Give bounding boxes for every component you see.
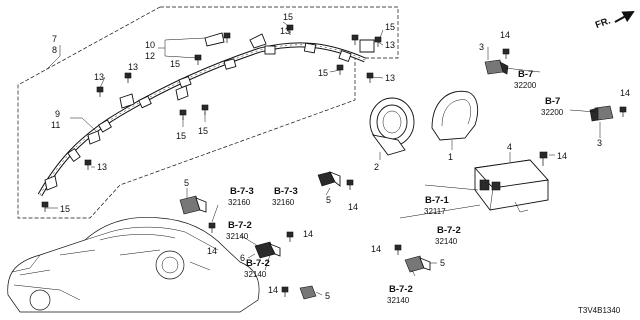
label-3-b: 3 (597, 138, 602, 148)
label-15-b: 15 (283, 12, 293, 22)
label-13-c: 13 (385, 73, 395, 83)
label-14-f: 14 (303, 229, 313, 239)
srs-harness (37, 32, 375, 197)
label-1: 1 (448, 152, 453, 162)
label-15-c: 15 (385, 22, 395, 32)
label-12: 12 (145, 51, 155, 61)
sensor-5-c (404, 255, 437, 273)
impact-sensor-right (589, 105, 627, 138)
label-3-a: 3 (479, 42, 484, 52)
label-15-d: 15 (318, 68, 328, 78)
label-15-e: 15 (176, 131, 186, 141)
ref-b72-c: B-7-2 (246, 258, 270, 269)
label-14-e: 14 (207, 246, 217, 256)
ref-b72-d: B-7-2 (389, 284, 413, 295)
label-14-c: 14 (557, 151, 567, 161)
label-8: 8 (52, 45, 57, 55)
code-32140-a: 32140 (226, 232, 249, 241)
ref-b73-right: B-7-3 (274, 186, 298, 197)
label-13-a: 13 (280, 26, 290, 36)
label-14-g: 14 (268, 285, 278, 295)
ref-b72-b: B-7-2 (437, 225, 461, 236)
label-13-b: 13 (385, 40, 395, 50)
label-15-g: 15 (60, 204, 70, 214)
harness-leaders (45, 21, 384, 209)
harness-group-frame (17, 6, 399, 219)
ref-b72-a: B-7-2 (228, 220, 252, 231)
sensor-5-d (299, 285, 323, 300)
code-32117: 32117 (424, 207, 446, 216)
label-13-e: 13 (128, 62, 138, 72)
lower-bolts (208, 222, 402, 297)
direction-label: FR. (594, 15, 612, 31)
label-14-b: 14 (620, 88, 630, 98)
diagram-code: T3V4B1340 (578, 306, 621, 315)
code-32160-right: 32160 (272, 198, 295, 207)
label-14-h: 14 (371, 244, 381, 254)
label-6: 6 (240, 253, 245, 263)
label-13-d: 13 (94, 72, 104, 82)
impact-sensor-upper (484, 47, 510, 75)
sensor-6 (247, 241, 281, 259)
sensor-5-b (317, 171, 354, 196)
fr-arrow (614, 11, 635, 23)
harness-bolts (41, 24, 382, 212)
label-10: 10 (145, 40, 155, 50)
code-32140-b: 32140 (435, 237, 458, 246)
label-14-d: 14 (348, 202, 358, 212)
label-5-d: 5 (325, 291, 330, 301)
srs-unit (474, 152, 549, 213)
code-32200-right: 32200 (541, 108, 564, 117)
vehicle-sketch (7, 217, 260, 313)
label-5-b: 5 (326, 195, 331, 205)
ref-b7-upper: B-7 (518, 69, 533, 80)
label-15-f: 15 (198, 126, 208, 136)
ref-leaders (211, 67, 597, 277)
ref-b71: B-7-1 (425, 195, 449, 206)
label-15-a: 15 (170, 59, 180, 69)
label-9: 9 (55, 109, 60, 119)
label-5-a: 5 (184, 178, 189, 188)
label-4: 4 (507, 142, 512, 152)
cover-part (431, 90, 479, 150)
unit-bolt (539, 151, 548, 166)
code-32140-c: 32140 (244, 270, 267, 279)
ref-b7-right: B-7 (545, 96, 560, 107)
label-11: 11 (51, 120, 60, 130)
ref-b73-left: B-7-3 (230, 186, 254, 197)
label-5-c: 5 (440, 258, 445, 268)
code-32140-d: 32140 (387, 296, 410, 305)
label-14-a: 14 (500, 30, 510, 40)
code-32160-left: 32160 (228, 198, 251, 207)
code-32200-upper: 32200 (514, 81, 537, 90)
label-13-f: 13 (97, 162, 107, 172)
label-7: 7 (52, 34, 57, 44)
sensor-5-a (179, 188, 207, 215)
clock-spring (369, 97, 415, 160)
label-2: 2 (374, 162, 379, 172)
